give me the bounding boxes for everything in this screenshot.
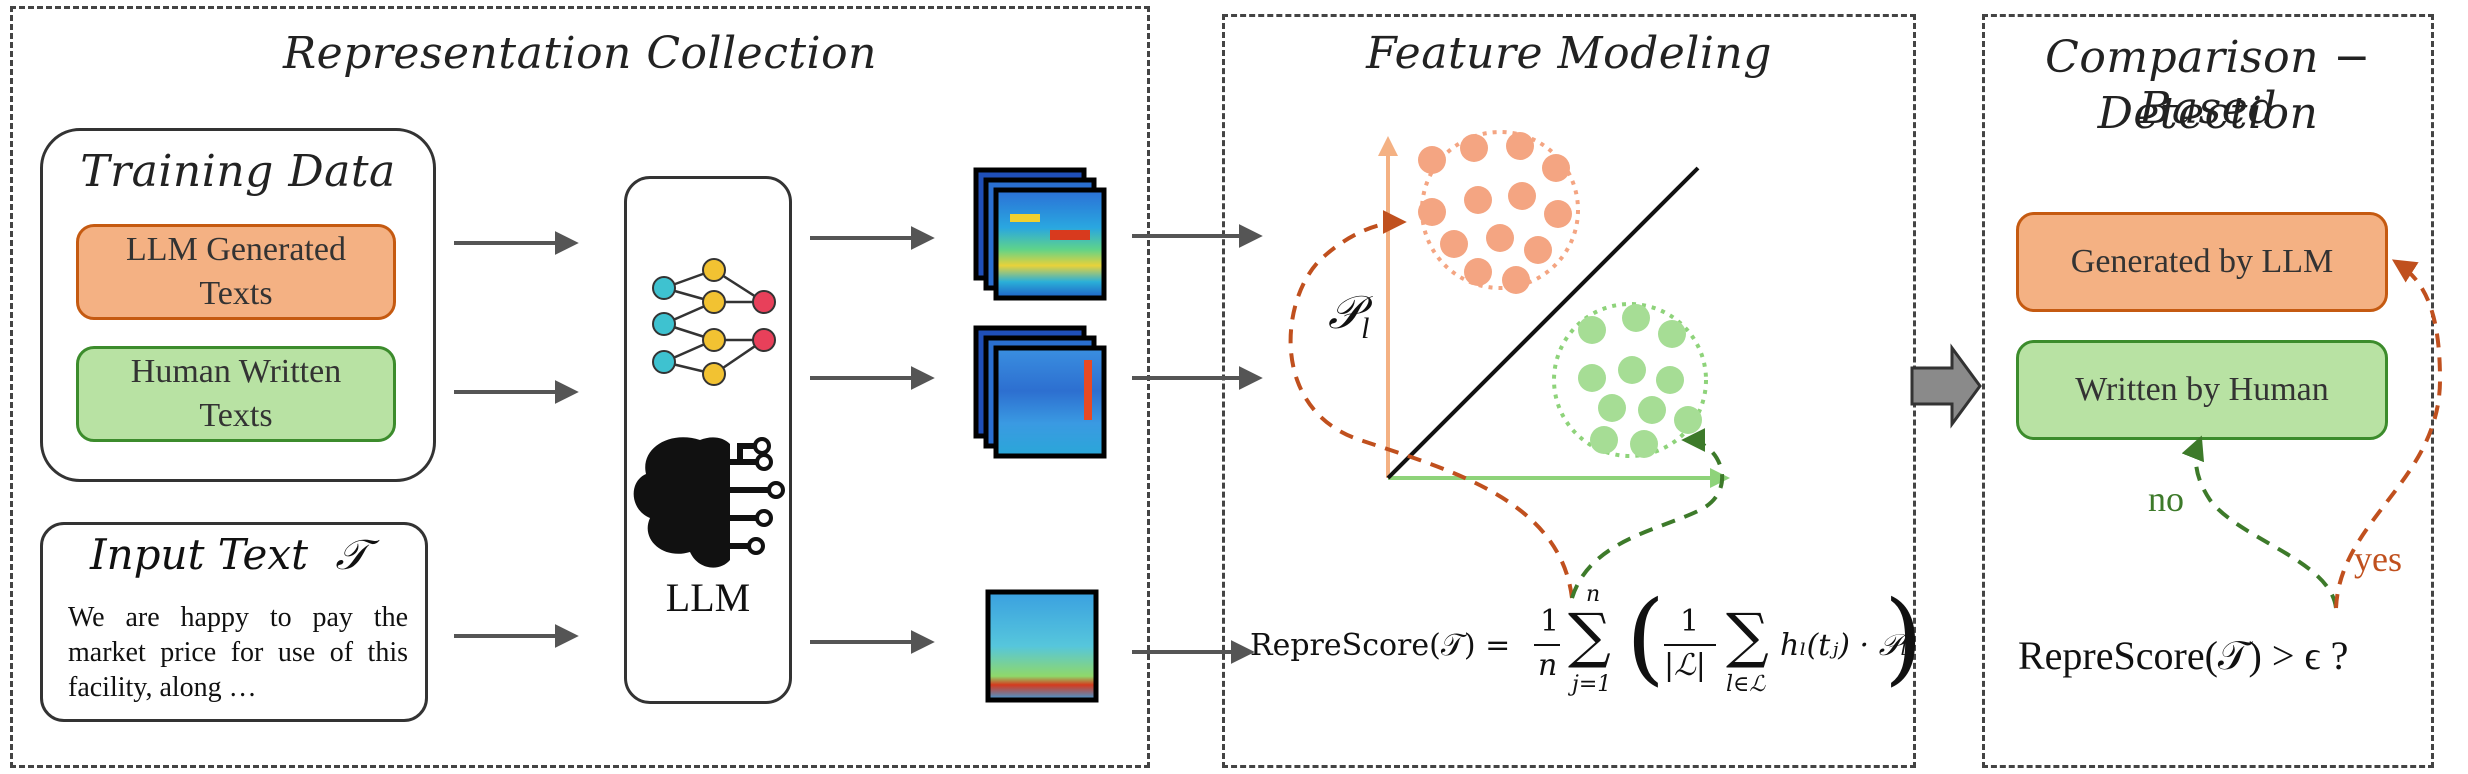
projection-arrow-orange xyxy=(1288,210,1574,599)
formula-frac2-den: |ℒ| xyxy=(1664,648,1706,683)
heatmap-stack-human xyxy=(973,325,1107,459)
formula-frac2-bar xyxy=(1664,644,1716,646)
yes-label: yes xyxy=(2354,539,2402,579)
brain-circuit-icon xyxy=(633,437,785,568)
heatmap-input xyxy=(985,589,1099,703)
training-data-title: Training Data xyxy=(80,146,396,197)
llm-box xyxy=(624,176,792,704)
represcore-formula: RepreScore(𝒯) = 1 n n ∑ j=1 ( 1 |ℒ| ∑ l∈… xyxy=(1250,582,1923,712)
human-written-texts-label: Human Written Texts xyxy=(130,353,342,434)
decision-arrow-yes xyxy=(2334,259,2443,609)
panel-title-comparison-line1: Comparison − Based xyxy=(2045,32,2371,134)
formula-sum2-bottom: l∈ℒ xyxy=(1726,672,1766,697)
formula-lhs: RepreScore(𝒯) = xyxy=(1250,628,1511,663)
formula-frac1-num: 1 xyxy=(1540,604,1560,639)
cluster-human-boundary xyxy=(1552,302,1708,458)
formula-right-paren: ) xyxy=(1884,579,1924,696)
panel-title-feature-modeling: Feature Modeling xyxy=(1366,28,1772,79)
block-arrow-right xyxy=(1910,343,1982,429)
formula-frac1-den: n xyxy=(1538,648,1558,683)
input-text-box xyxy=(40,522,428,722)
cluster-generated-boundary xyxy=(1420,130,1580,290)
formula-sum-sign: ∑ xyxy=(1568,601,1611,671)
projection-label: 𝒫l xyxy=(1328,286,1370,346)
panel-comparison-detection xyxy=(1982,14,2434,768)
formula-sum-top: n xyxy=(1586,582,1601,607)
llm-generated-texts-label: LLM Generated Texts xyxy=(126,231,346,312)
neural-network-icon xyxy=(652,258,776,386)
projection-subscript: l xyxy=(1361,312,1370,346)
panel-representation-collection xyxy=(10,6,1150,768)
llm-generated-texts-box xyxy=(76,224,396,320)
criterion-label: RepreScore(𝒯) > ϵ ? xyxy=(2018,633,2349,678)
panel-title-comparison-line2: Detection xyxy=(2097,88,2319,139)
formula-sum2-sign: ∑ xyxy=(1726,601,1769,671)
input-text-title-text: Input Text xyxy=(90,530,308,579)
llm-label: LLM xyxy=(665,575,751,620)
written-by-human-label: Written by Human xyxy=(2075,371,2329,408)
cluster-generated-dots xyxy=(1418,132,1572,294)
written-by-human-box xyxy=(2016,340,2388,440)
formula-left-paren: ( xyxy=(1626,579,1666,696)
formula-frac1-bar xyxy=(1534,644,1560,646)
formula-term: hₗ(tⱼ) · 𝒫ₗ xyxy=(1780,628,1908,663)
input-text-content: We are happy to pay the market price for… xyxy=(68,602,408,703)
projection-arrow-green xyxy=(1570,428,1725,599)
formula-frac2-num: 1 xyxy=(1680,604,1700,639)
input-text-symbol: 𝒯 xyxy=(335,530,368,579)
generated-by-llm-label: Generated by LLM xyxy=(2070,243,2334,280)
heatmap-stack-generated xyxy=(973,167,1107,301)
panel-title-representation-collection: Representation Collection xyxy=(283,28,877,79)
decision-boundary xyxy=(1386,166,1700,480)
generated-by-llm-box xyxy=(2016,212,2388,312)
training-data-box xyxy=(40,128,436,482)
feature-space-plot xyxy=(1288,130,1730,599)
formula-sum-bottom: j=1 xyxy=(1572,672,1612,697)
decision-arrow-no xyxy=(2181,435,2338,609)
projection-symbol: 𝒫 xyxy=(1328,287,1362,338)
input-text-title: Input Text 𝒯 xyxy=(90,530,368,580)
no-label: no xyxy=(2148,479,2184,519)
cluster-human-dots xyxy=(1578,304,1702,458)
human-written-texts-box xyxy=(76,346,396,442)
